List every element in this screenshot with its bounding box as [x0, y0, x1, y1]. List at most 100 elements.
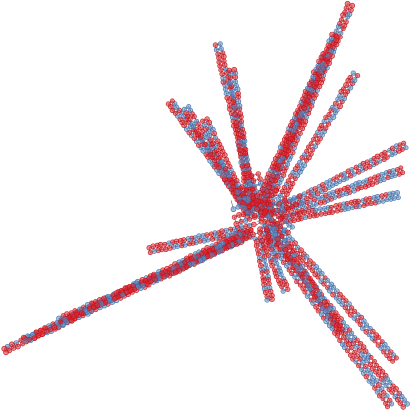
- graph-node: [380, 390, 387, 396]
- graph-node: [236, 143, 242, 149]
- graph-node: [31, 335, 38, 341]
- graph-node: [317, 206, 323, 212]
- graph-node: [335, 333, 341, 339]
- graph-node: [384, 376, 390, 382]
- graph-node: [390, 352, 397, 358]
- graph-node: [364, 357, 370, 364]
- graph-node: [240, 191, 246, 197]
- graph-node: [342, 304, 349, 310]
- graph-node: [231, 214, 237, 220]
- graph-node: [323, 125, 329, 131]
- graph-node: [295, 107, 301, 113]
- graph-node: [311, 293, 318, 300]
- graph-node: [388, 401, 395, 407]
- graph-node: [287, 197, 293, 203]
- graph-node: [199, 251, 205, 257]
- graph-node: [270, 173, 276, 179]
- graph-node: [379, 369, 386, 375]
- graph-node: [283, 282, 290, 288]
- graph-node: [319, 295, 325, 301]
- graph-node: [303, 278, 309, 285]
- graph-node: [302, 214, 309, 221]
- graph-node: [382, 149, 388, 156]
- graph-node: [400, 170, 406, 176]
- graph-node: [376, 199, 382, 205]
- graph-node: [255, 171, 261, 177]
- graph-node: [285, 286, 291, 292]
- graph-node: [301, 162, 308, 168]
- graph-node: [390, 358, 396, 364]
- graph-node: [261, 257, 267, 263]
- graph-node: [326, 287, 333, 294]
- graph-node: [200, 118, 206, 124]
- graph-node: [245, 209, 251, 216]
- graph-node: [223, 90, 229, 96]
- graph-node: [290, 259, 296, 264]
- graph-node: [230, 99, 237, 105]
- graph-node: [208, 137, 214, 143]
- graph-node: [345, 308, 351, 314]
- graph-node: [291, 252, 298, 258]
- graph-node: [250, 178, 257, 184]
- graph-node: [78, 310, 85, 316]
- graph-node: [367, 195, 373, 202]
- graph-node: [181, 106, 187, 112]
- graph-node: [257, 229, 263, 236]
- graph-node: [291, 195, 297, 201]
- graph-node: [269, 221, 276, 227]
- graph-node: [347, 84, 354, 91]
- graph-node: [367, 370, 374, 377]
- graph-node: [381, 176, 387, 183]
- graph-node: [282, 197, 288, 204]
- graph-node: [404, 401, 410, 407]
- graph-node: [368, 355, 374, 360]
- graph-node: [280, 288, 286, 294]
- graph-node: [366, 378, 372, 384]
- graph-node: [214, 162, 220, 168]
- graph-node: [269, 242, 275, 248]
- graph-node: [359, 359, 366, 366]
- graph-node: [302, 289, 308, 295]
- graph-node: [308, 199, 314, 205]
- graph-node: [357, 341, 364, 347]
- graph-node: [224, 95, 230, 101]
- graph-node: [253, 243, 260, 249]
- graph-node: [207, 151, 214, 158]
- graph-node: [332, 194, 338, 200]
- graph-node: [220, 172, 227, 179]
- graph-node: [391, 195, 397, 201]
- graph-node: [320, 315, 326, 321]
- graph-node: [315, 298, 321, 304]
- graph-node: [400, 404, 406, 410]
- graph-node: [240, 126, 246, 132]
- graph-node: [226, 67, 232, 74]
- graph-node: [353, 359, 359, 365]
- graph-node: [273, 187, 279, 194]
- graph-node: [350, 356, 356, 362]
- graph-node: [277, 216, 284, 222]
- graph-node: [305, 144, 311, 150]
- graph-node: [274, 261, 280, 267]
- graph-node: [58, 319, 63, 325]
- graph-node: [309, 87, 315, 94]
- graph-node: [303, 253, 310, 260]
- graph-node: [267, 238, 274, 244]
- graph-node: [355, 198, 361, 205]
- graph-node: [350, 70, 357, 76]
- graph-node: [240, 211, 246, 217]
- graph-node: [342, 9, 348, 15]
- graph-node: [215, 51, 221, 57]
- graph-node: [282, 218, 288, 224]
- graph-node: [272, 231, 278, 237]
- graph-node: [280, 260, 286, 266]
- graph-node: [284, 161, 291, 167]
- graph-node: [242, 146, 249, 153]
- graph-node: [235, 127, 241, 133]
- graph-node: [401, 140, 407, 146]
- graph-node: [227, 103, 233, 109]
- graph-node: [376, 372, 382, 378]
- graph-node: [233, 83, 239, 89]
- graph-node: [269, 192, 275, 199]
- graph-node: [318, 270, 325, 277]
- graph-node: [241, 171, 246, 176]
